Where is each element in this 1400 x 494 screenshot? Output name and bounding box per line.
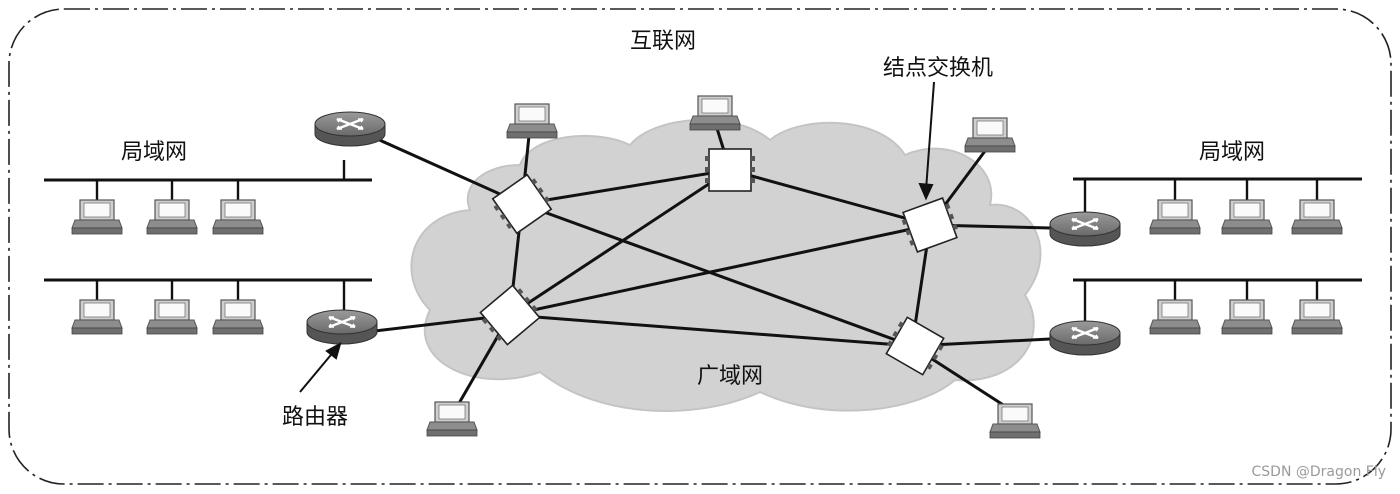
computer-icon	[71, 299, 123, 335]
internet-label: 互联网	[630, 29, 696, 54]
lan-buses	[44, 177, 1362, 282]
computer-icon	[506, 103, 558, 139]
node-switch-icon	[704, 148, 756, 192]
router-icon	[313, 110, 387, 148]
computer-icon	[212, 199, 264, 235]
wan-label: 广域网	[697, 364, 763, 389]
computer-icon	[964, 117, 1016, 153]
computer-icon	[1291, 299, 1343, 335]
lan-left-label: 局域网	[121, 140, 187, 165]
router-label: 路由器	[282, 405, 348, 430]
computer-icon	[146, 199, 198, 235]
computer-icon	[1291, 199, 1343, 235]
computer-icon	[71, 199, 123, 235]
computer-icon	[1149, 299, 1201, 335]
router-icon	[1048, 319, 1122, 357]
computer-icon	[1221, 199, 1273, 235]
computer-icon	[146, 299, 198, 335]
computer-icon	[989, 403, 1041, 439]
wan-links	[374, 121, 1051, 410]
computer-icon	[689, 95, 741, 131]
watermark: CSDN @Dragon Fly	[1252, 464, 1386, 480]
router-icon	[1048, 210, 1122, 248]
annotation-arrows	[299, 81, 935, 393]
computer-icon	[1221, 299, 1273, 335]
computer-icon	[212, 299, 264, 335]
lan-right-label: 局域网	[1199, 140, 1265, 165]
router-icon	[305, 308, 379, 346]
node-switch-label: 结点交换机	[883, 56, 993, 81]
computer-icon	[1149, 199, 1201, 235]
computer-icon	[426, 401, 478, 437]
wan-cloud	[410, 118, 1042, 412]
internet-boundary	[8, 8, 1392, 485]
